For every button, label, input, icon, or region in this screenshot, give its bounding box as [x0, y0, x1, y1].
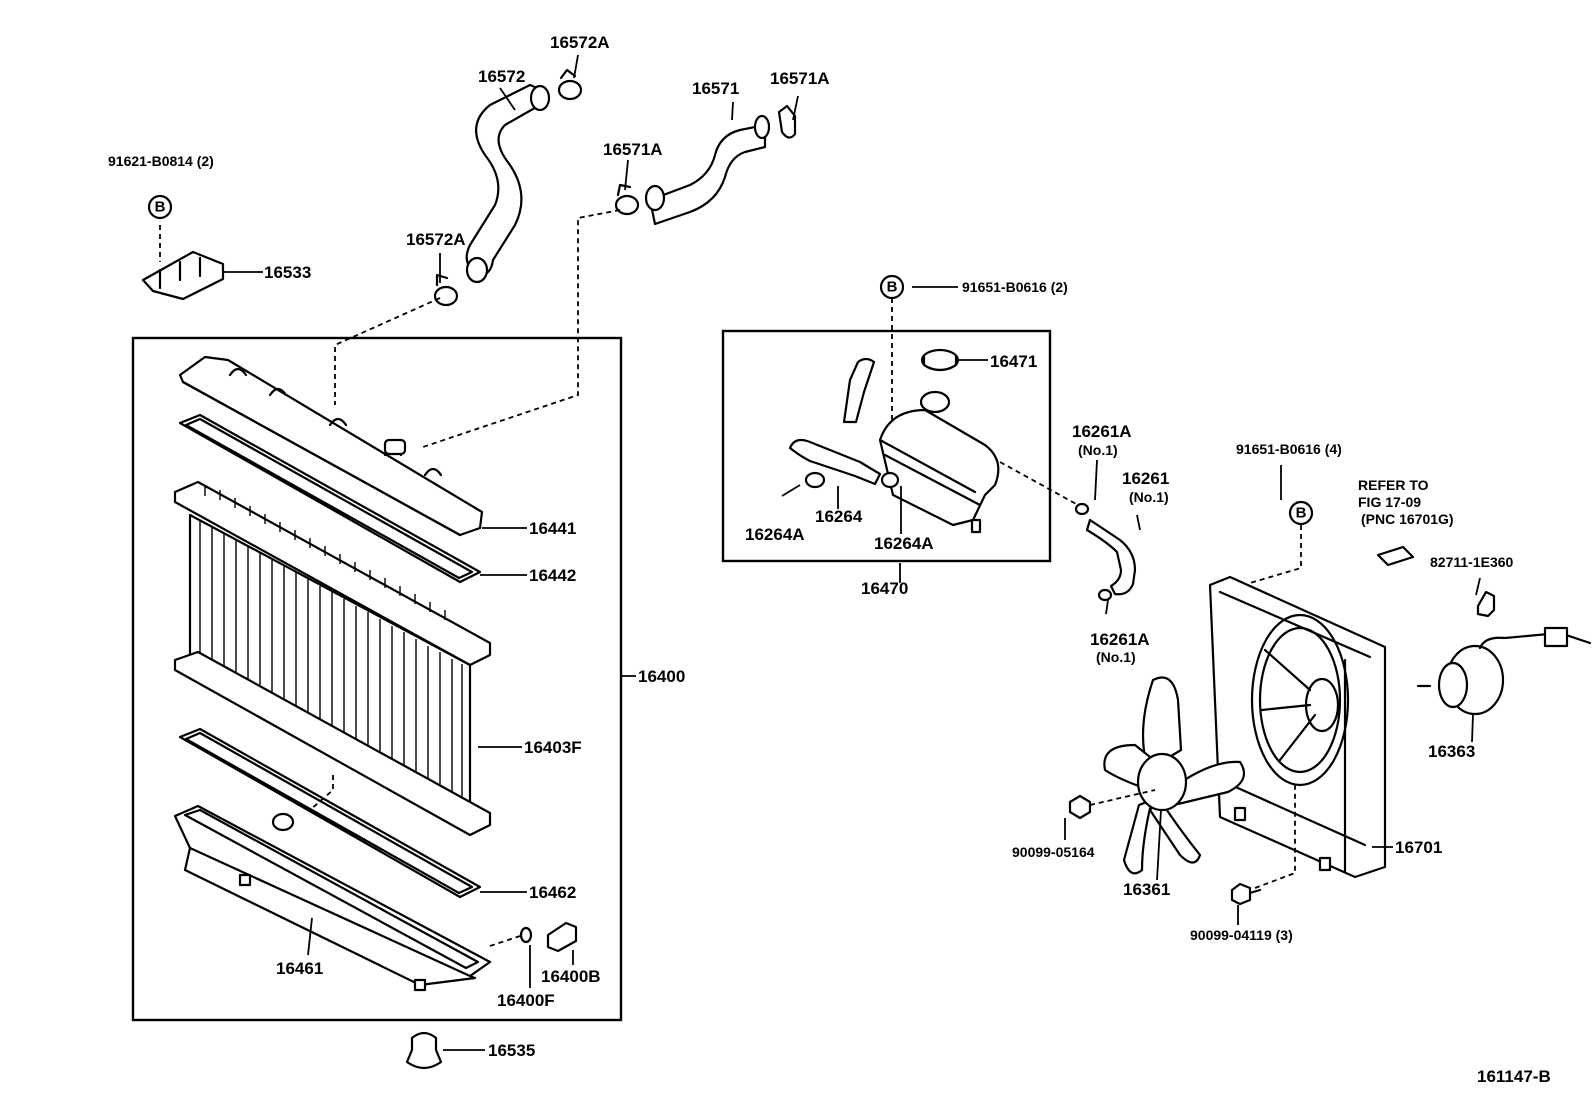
- reservoir-cap-drawing: [920, 348, 960, 372]
- label-16571A-top: 16571A: [770, 69, 830, 88]
- label-16572A-low: 16572A: [406, 230, 466, 249]
- overflow-hose-drawing: [788, 357, 882, 486]
- callout-b-right: B: [1288, 500, 1314, 526]
- label-90099-05164: 90099-05164: [1012, 844, 1095, 860]
- label-16363: 16363: [1428, 742, 1475, 761]
- label-16470: 16470: [861, 579, 908, 598]
- lower-gasket-drawing: [178, 727, 482, 899]
- bracket-16533-drawing: [141, 250, 225, 301]
- dash-drain: [489, 935, 521, 947]
- radiator-assembly-box: [131, 336, 623, 1022]
- callout-b-mid-letter: B: [887, 279, 898, 296]
- label-16471: 16471: [990, 352, 1037, 371]
- cushion-16535-drawing: [405, 1031, 443, 1070]
- clamp-16571A-mid-drawing: [614, 183, 640, 216]
- dash-nut-to-fan: [1089, 789, 1156, 806]
- clamp-16264A-left: [804, 471, 826, 489]
- label-16261A-low: 16261A: [1090, 630, 1150, 649]
- label-16403F: 16403F: [524, 738, 582, 757]
- label-82711-1E360: 82711-1E360: [1430, 554, 1514, 570]
- callout-b-mid: B: [879, 274, 905, 300]
- label-16571: 16571: [692, 79, 739, 98]
- fan-motor-drawing: [1416, 626, 1592, 716]
- upper-gasket-drawing: [178, 413, 482, 584]
- reservoir-drawing: [878, 390, 1000, 534]
- leaders: [222, 54, 1481, 1051]
- label-16400: 16400: [638, 667, 685, 686]
- label-refer-2: FIG 17-09: [1358, 494, 1421, 510]
- label-91651-B0616-a: 91651-B0616 (2): [962, 279, 1068, 295]
- o-ring-16400F-drawing: [519, 926, 533, 944]
- label-16572: 16572: [478, 67, 525, 86]
- clamp-16572A-top-drawing: [557, 68, 583, 101]
- dash-91651-b: [1249, 525, 1302, 584]
- clamp-16571A-top-drawing: [777, 104, 797, 139]
- core-dash-link: [309, 775, 334, 811]
- label-16535: 16535: [488, 1041, 535, 1060]
- label-16400B: 16400B: [541, 967, 601, 986]
- reservoir-assembly-box: [721, 329, 1052, 563]
- upper-tank-drawing: [178, 355, 484, 537]
- radiator-core-drawing: [173, 480, 492, 837]
- label-16261A-top: 16261A: [1072, 422, 1132, 441]
- clamp-16572A-low-drawing: [433, 273, 459, 307]
- label-16533: 16533: [264, 263, 311, 282]
- label-16461: 16461: [276, 959, 323, 978]
- label-16261A-low-no: (No.1): [1096, 649, 1136, 665]
- label-16361: 16361: [1123, 880, 1170, 899]
- label-refer-1: REFER TO: [1358, 477, 1429, 493]
- dash-bolt-to-shroud: [1254, 785, 1296, 889]
- label-16400F: 16400F: [497, 991, 555, 1010]
- label-16572A-top: 16572A: [550, 33, 610, 52]
- label-16441: 16441: [529, 519, 576, 538]
- reference-plate-drawing: [1376, 545, 1415, 567]
- label-16264A-left: 16264A: [745, 525, 805, 544]
- label-16261A-top-no: (No.1): [1078, 442, 1118, 458]
- label-16264: 16264: [815, 507, 863, 526]
- dash-reservoir-to-hose: [999, 461, 1079, 506]
- nut-90099-05164-drawing: [1068, 794, 1092, 820]
- diagram-id: 161147-B: [1477, 1067, 1551, 1086]
- label-16264A-right: 16264A: [874, 534, 934, 553]
- label-16261-no: (No.1): [1129, 489, 1169, 505]
- label-16701: 16701: [1395, 838, 1442, 857]
- callout-b-left-letter: B: [155, 199, 166, 216]
- hose-16572-drawing: [465, 83, 551, 284]
- label-16442: 16442: [529, 566, 576, 585]
- bolt-90099-04119-drawing: [1230, 882, 1262, 906]
- callout-b-right-letter: B: [1296, 505, 1307, 522]
- label-90099-04119: 90099-04119 (3): [1190, 927, 1293, 943]
- label-91651-B0616-b: 91651-B0616 (4): [1236, 441, 1342, 457]
- fan-shroud-drawing: [1208, 575, 1387, 879]
- dash-hose2-to-tank: [419, 209, 621, 449]
- label-refer-3: (PNC 16701G): [1361, 511, 1454, 527]
- wire-clip-drawing: [1476, 590, 1496, 618]
- dash-hose-to-tank: [334, 297, 441, 405]
- label-16261: 16261: [1122, 469, 1169, 488]
- lower-tank-drawing: [173, 804, 492, 992]
- label-91621-B0814: 91621-B0814 (2): [108, 153, 214, 169]
- fan-blade-drawing: [1103, 676, 1246, 875]
- hose-16261-drawing: [1074, 502, 1137, 602]
- label-16571A-mid: 16571A: [603, 140, 663, 159]
- label-16462: 16462: [529, 883, 576, 902]
- hose-16571-drawing: [644, 114, 771, 226]
- clamp-16264A-right: [880, 471, 900, 489]
- drain-plug-16400B-drawing: [546, 921, 578, 953]
- callout-b-left: B: [147, 194, 173, 220]
